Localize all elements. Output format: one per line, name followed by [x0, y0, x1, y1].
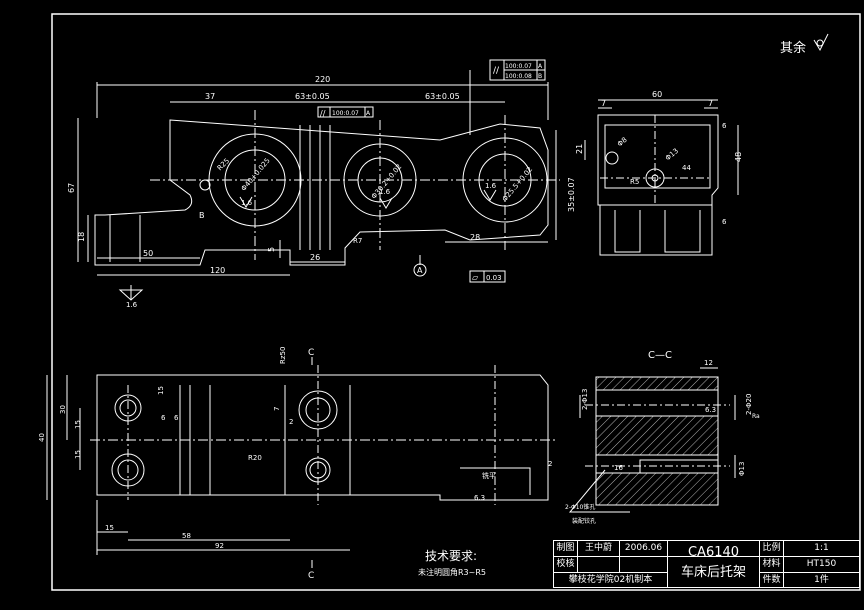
top-dim-15a: 15	[157, 386, 165, 395]
sec-rough: 6.3	[705, 406, 716, 414]
side-dim-60: 60	[652, 90, 662, 99]
drawing-frame	[51, 13, 861, 591]
dim-63a: 63±0.05	[295, 92, 330, 101]
part-name: 车床后托架	[680, 565, 746, 580]
side-view	[584, 99, 739, 256]
tol-frame-3-symbol: ▱	[472, 273, 479, 282]
side-dim-7a: 7	[601, 99, 606, 108]
front-rough-symbol	[118, 189, 497, 301]
drawn-label: 制图	[556, 543, 575, 553]
dim-26: 26	[310, 253, 320, 262]
datum-a-label: A	[417, 266, 423, 275]
drawn-date: 2006.06	[624, 543, 663, 553]
top-dim-15c: 15	[74, 450, 82, 459]
side-dim-21: 21	[575, 144, 584, 154]
sec-dim-16: 16	[614, 464, 623, 472]
top-dim-6: 6	[174, 414, 179, 422]
top-dim-58: 58	[182, 532, 191, 540]
dim-hole1: Φ40+0.025	[240, 157, 272, 193]
qty-label: 件数	[762, 575, 781, 585]
top-dim-2a: 2	[289, 418, 293, 426]
section-mark-bottom: C	[308, 571, 314, 581]
material-label: 材料	[762, 559, 781, 569]
tol-frame-1-value2: 100:0.08	[505, 73, 532, 80]
top-dim-7: 7	[273, 407, 281, 411]
rough-front-1: 1.6	[126, 301, 138, 309]
dim-50: 50	[143, 249, 153, 258]
top-flat-note: 铣平	[482, 471, 496, 480]
side-dim-6a: 6	[722, 122, 727, 130]
tolerance-frames	[317, 59, 546, 283]
dim-120: 120	[210, 266, 225, 275]
side-dim-8: Φ8	[616, 136, 629, 149]
dim-r7: R7	[353, 237, 362, 245]
dim-28: 28	[470, 233, 480, 242]
sec-dim-20: 2-Φ20	[745, 394, 753, 415]
dim-18: 18	[77, 232, 86, 242]
tol-frame-1-symbol: //	[493, 66, 500, 76]
dim-5: 5	[267, 247, 276, 252]
section-title: C—C	[648, 350, 672, 361]
scale-value: 1:1	[814, 543, 829, 553]
surface-note: 其余	[780, 41, 807, 56]
section-view	[568, 367, 736, 513]
side-dim-44: 44	[682, 164, 691, 172]
dim-r25: R25	[216, 157, 231, 172]
sec-note-2: 装配铰孔	[572, 517, 596, 525]
tol-frame-1-datum2: B	[538, 73, 542, 80]
school-name: 攀枝花学院02机制本	[568, 575, 653, 585]
tol-frame-2-symbol: //	[320, 109, 326, 118]
tech-requirements-title: 技术要求:	[425, 549, 478, 563]
dim-35: 35±0.07	[567, 177, 576, 212]
tol-frame-2-datum: A	[366, 110, 371, 117]
tol-frame-1-datum: A	[538, 63, 543, 70]
title-block: 制图 王中蔚 2006.06 校核 攀枝花学院02机制本 CA6140 车床后托…	[553, 540, 860, 588]
datum-b-label: B	[199, 211, 205, 220]
sec-dim-12: 12	[704, 359, 713, 367]
part-code: CA6140	[687, 545, 740, 560]
dim-63b: 63±0.05	[425, 92, 460, 101]
tol-frame-1-value: 100:0.07	[505, 63, 532, 70]
top-dim-15b: 15	[74, 420, 82, 429]
rough-front-2: 1.6	[241, 199, 253, 207]
dim-37: 37	[205, 92, 215, 101]
datum-marker	[413, 255, 427, 277]
top-view	[46, 357, 555, 568]
material-value: HT150	[806, 559, 837, 569]
side-dim-7b: 7	[708, 99, 713, 108]
dim-hole3: Φ25.5+0.02	[501, 165, 534, 203]
top-rz50: Rz50	[279, 347, 287, 364]
top-dim-15d: 15	[105, 524, 114, 532]
check-label: 校核	[556, 559, 575, 569]
top-rough63: 6.3	[474, 494, 485, 502]
rough-front-3: 1.6	[379, 188, 391, 196]
tol-frame-2-value: 100:0.07	[332, 110, 359, 117]
dim-67: 67	[67, 183, 76, 193]
roughness-symbol-icon	[813, 33, 829, 52]
scale-label: 比例	[762, 543, 781, 553]
top-dim-40: 40	[38, 433, 46, 442]
side-dim-13: Φ13	[664, 147, 680, 162]
dim-overall: 220	[315, 75, 330, 84]
front-view	[77, 82, 560, 276]
side-dim-r5: R5	[630, 178, 639, 186]
sec-note-1: 2-Φ10锥孔	[565, 503, 595, 511]
sec-ra: Ra	[752, 413, 760, 420]
tol-frame-3-value: 0.03	[486, 274, 502, 282]
drawn-name: 王中蔚	[584, 543, 612, 553]
top-dim-r20: R20	[248, 454, 262, 462]
top-dim-30: 30	[59, 405, 67, 414]
qty-value: 1件	[814, 575, 829, 585]
sec-dim-13a: 2-Φ13	[581, 389, 589, 410]
tech-requirements-note: 未注明圆角R3~R5	[418, 568, 486, 577]
top-dim-6t: 6	[161, 414, 166, 422]
top-dim-92: 92	[215, 542, 224, 550]
rough-front-4: 1.6	[485, 182, 497, 190]
top-dim-2b: 2	[548, 460, 552, 468]
section-mark-top: C	[308, 348, 314, 358]
side-dim-48: 48	[734, 152, 743, 162]
side-dim-6b: 6	[722, 218, 727, 226]
sec-dim-13b: Φ13	[738, 462, 746, 476]
